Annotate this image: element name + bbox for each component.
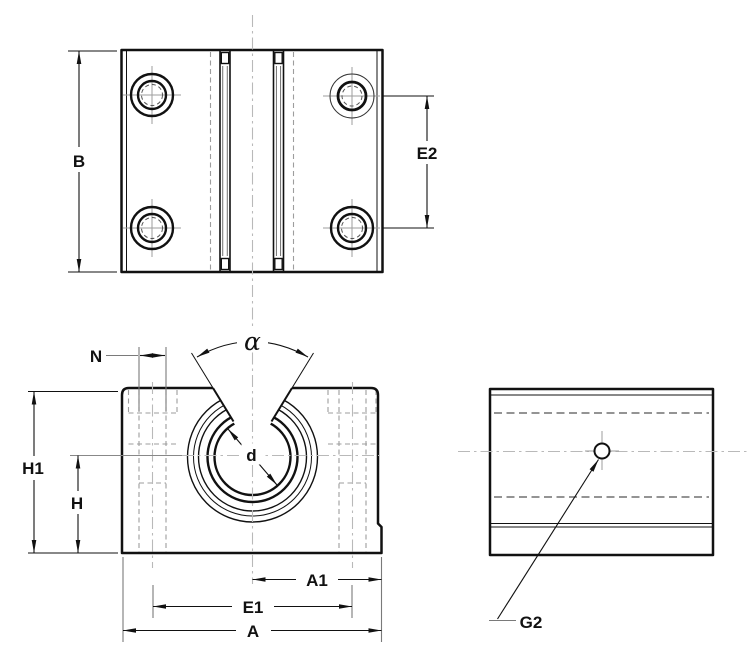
dimension-label-H: H <box>71 494 83 513</box>
side-view <box>488 387 715 557</box>
dimension-d: d <box>227 428 278 486</box>
dimension-B: B <box>67 50 117 273</box>
dimension-alpha: α <box>196 327 309 358</box>
g2-leader: G2 <box>489 459 599 632</box>
dimension-N: N <box>90 347 167 411</box>
dimension-label-H1: H1 <box>22 459 44 478</box>
angle-extension-left <box>191 352 214 389</box>
dimension-E2: E2 <box>383 95 444 229</box>
dimension-label-G2: G2 <box>520 613 543 632</box>
bolt-hole-bottom-left <box>123 199 181 257</box>
dimension-A1: A1 <box>252 557 383 642</box>
dimension-label-d: d <box>246 446 256 465</box>
front-view <box>120 352 383 555</box>
dimension-label-alpha: α <box>244 327 261 356</box>
bolt-hole-bottom-right <box>323 199 380 257</box>
grease-hole <box>585 431 619 470</box>
seal-slot-right <box>272 51 285 271</box>
dimension-label-A1: A1 <box>306 571 328 590</box>
seal-slot-left <box>219 51 231 271</box>
dimension-label-N: N <box>90 347 102 366</box>
bolt-hole-top-left <box>123 66 181 124</box>
bolt-hole-top-right <box>323 67 380 125</box>
angle-extension-right <box>291 352 314 389</box>
dimension-label-A: A <box>247 622 259 641</box>
dimension-H1: H1 <box>16 390 118 554</box>
dimension-label-E1: E1 <box>243 598 264 617</box>
dimension-label-E2: E2 <box>417 144 438 163</box>
dimension-E1: E1 <box>152 585 353 618</box>
dimension-A: A <box>122 557 382 642</box>
dimension-label-B: B <box>73 152 85 171</box>
dimension-H: H <box>64 455 90 553</box>
